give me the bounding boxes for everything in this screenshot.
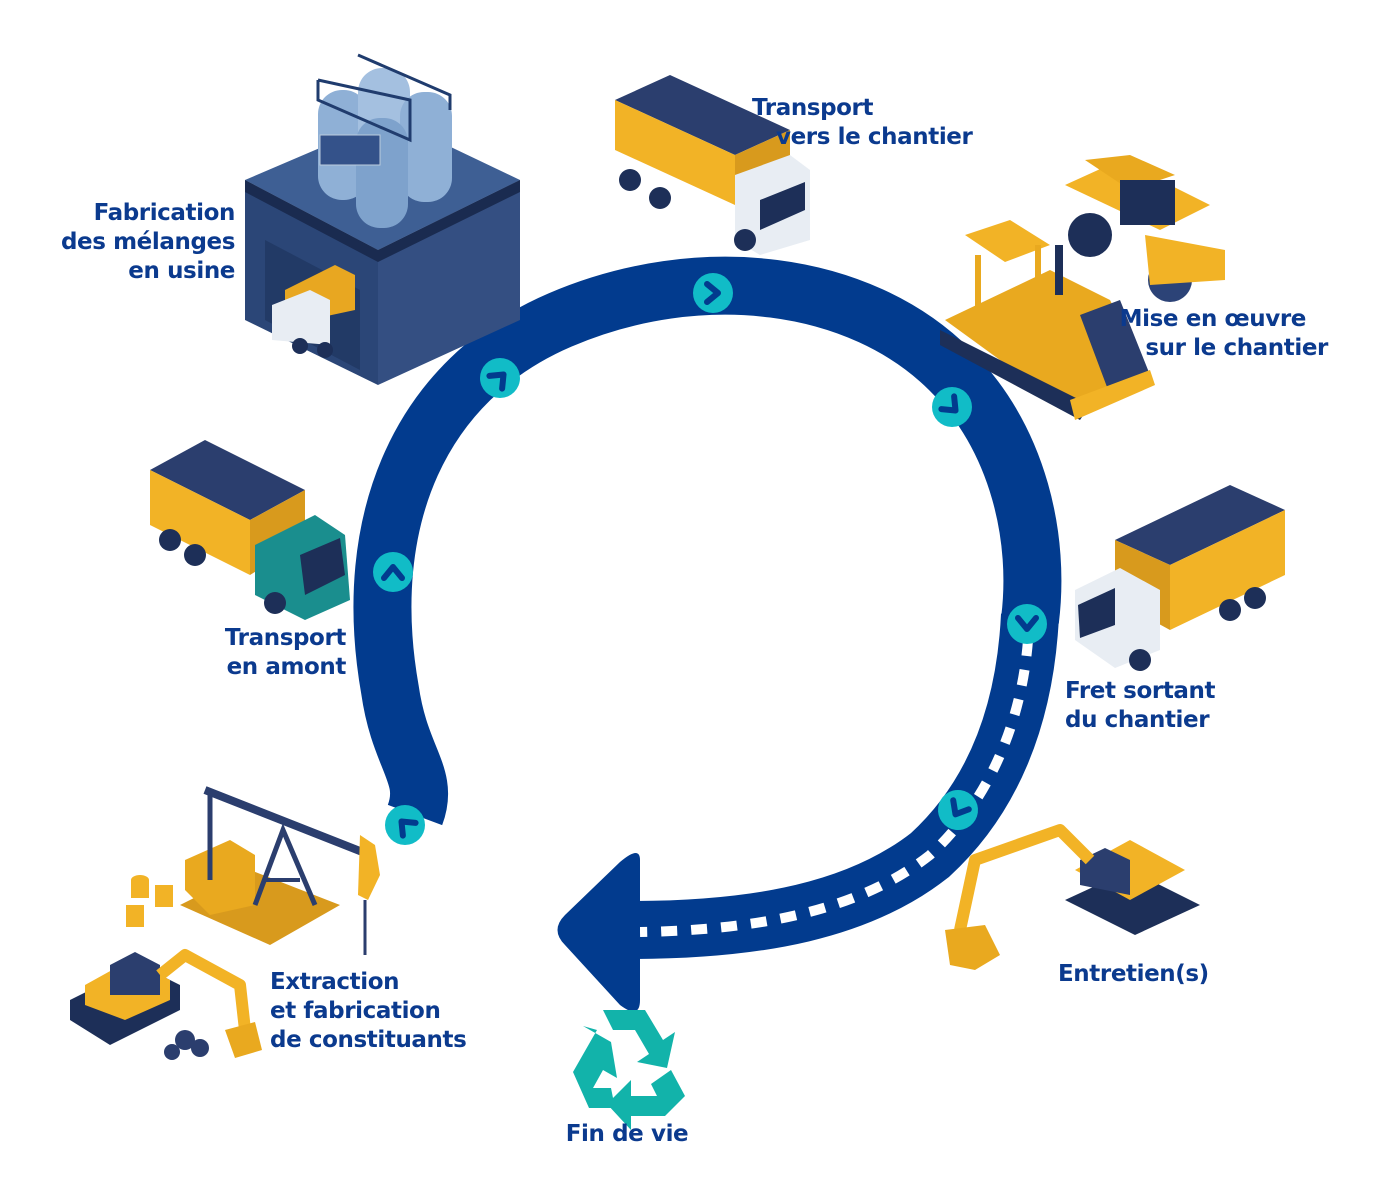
excavator-icon (945, 824, 1200, 970)
label-line: Entretien(s) (1058, 961, 1209, 987)
label-line: vers le chantier (776, 124, 973, 150)
dump-truck-icon (1075, 485, 1285, 671)
stage-label-fabrication: Fabrication des mélanges en usine (60, 199, 235, 286)
cycle-path-solid (353, 256, 1062, 826)
label-line: Fret sortant (1065, 678, 1216, 704)
label-line: en usine (128, 258, 235, 284)
dump-truck-icon (150, 440, 350, 620)
stage-label-entretien: Entretien(s) (1058, 960, 1209, 989)
label-line: Fabrication (93, 200, 236, 226)
direction-chevron-down (1007, 604, 1047, 644)
label-line: de constituants (270, 1027, 467, 1053)
label-line: du chantier (1065, 707, 1210, 733)
paver-roller-icon (940, 155, 1225, 420)
direction-chevron-right (693, 273, 733, 313)
label-line: sur le chantier (1145, 335, 1328, 361)
stage-label-transport-chantier: Transport vers le chantier (752, 94, 973, 152)
stage-label-extraction: Extraction et fabrication de constituant… (270, 968, 467, 1055)
arrow-head (557, 852, 640, 1012)
label-line: Transport (752, 95, 874, 121)
label-line: Mise en œuvre (1119, 306, 1307, 332)
mixing-plant-icon (245, 53, 520, 385)
label-line: Fin de vie (565, 1121, 689, 1147)
label-line: Transport (224, 625, 346, 651)
stage-label-transport-amont: Transport en amont (200, 624, 346, 682)
label-line: et fabrication (270, 998, 441, 1024)
stage-label-fin-de-vie: Fin de vie (552, 1120, 702, 1149)
label-line: des mélanges (60, 229, 235, 255)
label-line: en amont (226, 654, 347, 680)
direction-chevron-up (373, 552, 413, 592)
recycle-icon (573, 1010, 685, 1130)
cycle-arrow (353, 256, 1062, 1012)
label-line: Extraction (270, 969, 400, 995)
dump-truck-icon (615, 75, 810, 255)
stage-label-fret-sortant: Fret sortant du chantier (1065, 677, 1216, 735)
oil-pump-excavator-icon (70, 786, 380, 1060)
road-dashes (639, 639, 1033, 937)
stage-label-mise-en-oeuvre: Mise en œuvre sur le chantier (1110, 305, 1329, 363)
